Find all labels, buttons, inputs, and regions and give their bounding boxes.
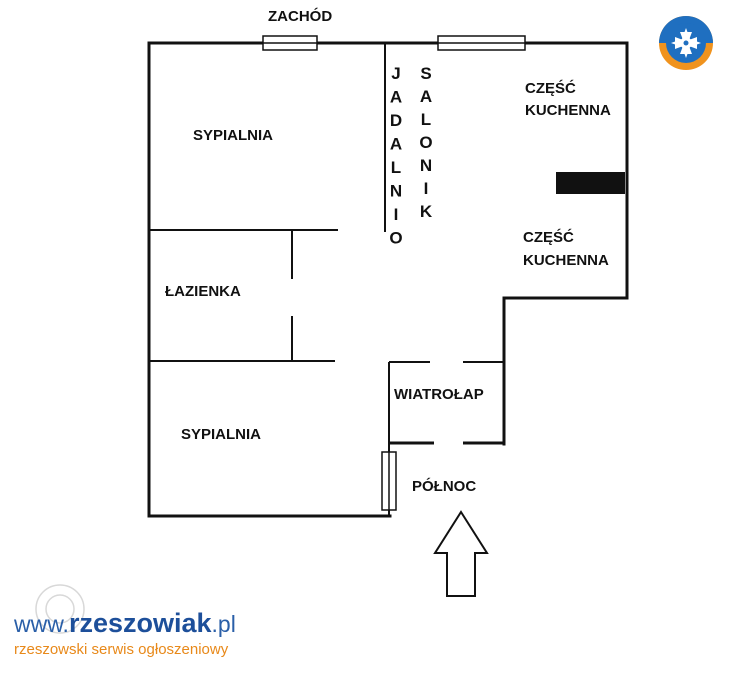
salon-label-letter: L [421, 110, 431, 129]
dining-label-letter: J [391, 64, 400, 83]
dining-label-letter: L [391, 158, 401, 177]
room-label-bedroom-bottom: SYPIALNIA [181, 426, 261, 443]
walls [147, 41, 629, 518]
site-url[interactable]: www.rzeszowiak.pl [14, 608, 236, 639]
dining-label-letter: I [394, 205, 399, 224]
direction-west-label: ZACHÓD [268, 7, 332, 25]
cross-emblem-icon [659, 16, 713, 70]
dining-label-letter: N [390, 182, 402, 201]
salon-label-letter: A [420, 87, 432, 106]
watermark-icon [35, 584, 85, 634]
dining-label-letter: O [389, 229, 402, 248]
salon-label-letter: N [420, 156, 432, 175]
room-label-kitchen-top-1: CZĘŚĆ [525, 79, 576, 97]
salon-label-letter: K [420, 202, 433, 221]
site-footer: www.rzeszowiak.pl rzeszowski serwis ogło… [14, 608, 236, 658]
dining-label-letter: A [390, 135, 402, 154]
room-label-kitchen-bottom-1: CZĘŚĆ [523, 228, 574, 246]
site-url-tld: .pl [211, 611, 236, 637]
room-label-kitchen-bottom-2: KUCHENNA [523, 252, 609, 269]
salon-label-letter: O [419, 133, 432, 152]
salon-label-letter: I [424, 179, 429, 198]
interior-walls [149, 43, 504, 516]
site-url-brand: rzeszowiak [68, 608, 212, 638]
up-arrow-icon [433, 510, 489, 597]
chimney-block [556, 172, 625, 194]
site-tagline: rzeszowski serwis ogłoszeniowy [14, 641, 229, 658]
site-url-prefix: www. [14, 611, 69, 637]
room-label-bedroom-top: SYPIALNIA [193, 127, 273, 144]
room-label-bathroom: ŁAZIENKA [165, 283, 241, 300]
direction-north-label: PÓŁNOC [412, 477, 476, 495]
dining-label-letter: A [390, 88, 402, 107]
salon-label-letter: S [420, 64, 431, 83]
windows [262, 35, 526, 511]
dining-label-letter: D [390, 111, 402, 130]
room-label-vestibule: WIATROŁAP [394, 386, 484, 403]
room-label-kitchen-top-2: KUCHENNA [525, 102, 611, 119]
